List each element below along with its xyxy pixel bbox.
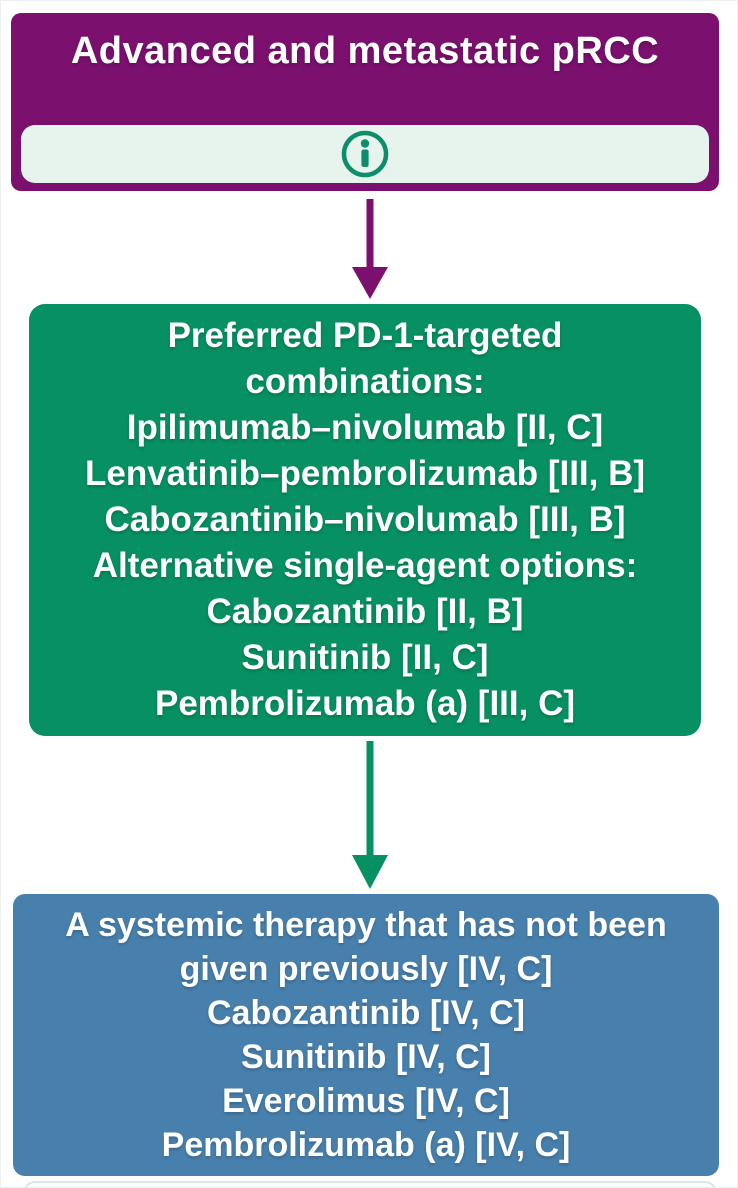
treatment-line: Ipilimumab–nivolumab [II, C] (126, 408, 604, 447)
subsequent-line: Cabozantinib [IV, C] (207, 994, 525, 1032)
info-button[interactable] (21, 125, 709, 183)
treatment-line: Cabozantinib [II, B] (206, 592, 524, 631)
subsequent-line: A systemic therapy that has not been (65, 906, 667, 944)
flow-arrow-down-2 (348, 741, 392, 896)
treatment-line: Cabozantinib–nivolumab [III, B] (104, 500, 626, 539)
treatment-line: Pembrolizumab (a) [III, C] (154, 684, 576, 723)
subsequent-lines: A systemic therapy that has not been give… (13, 894, 719, 1176)
subsequent-line: Everolimus [IV, C] (222, 1082, 510, 1120)
title-box: Advanced and metastatic pRCC (11, 13, 719, 191)
preferred-treatment-box: Preferred PD-1-targeted combinations: Ipil… (29, 304, 701, 736)
treatment-line: Alternative single-agent options: (92, 546, 638, 585)
partial-bottom-bar[interactable] (23, 1181, 717, 1187)
subsequent-line: Pembrolizumab (a) [IV, C] (161, 1126, 571, 1164)
treatment-line: Sunitinib [II, C] (241, 638, 489, 677)
subsequent-therapy-box: A systemic therapy that has not been give… (13, 894, 719, 1176)
treatment-lines: Preferred PD-1-targeted combinations: Ipil… (29, 304, 701, 736)
info-icon (340, 129, 390, 179)
treatment-line: Lenvatinib–pembrolizumab [III, B] (84, 454, 646, 493)
subsequent-line: given previously [IV, C] (179, 950, 553, 988)
flow-arrow-down-1 (348, 199, 392, 306)
page-title: Advanced and metastatic pRCC (70, 30, 660, 72)
subsequent-line: Sunitinib [IV, C] (241, 1038, 491, 1076)
treatment-line: combinations: (245, 362, 485, 401)
treatment-line: Preferred PD-1-targeted (167, 316, 563, 355)
